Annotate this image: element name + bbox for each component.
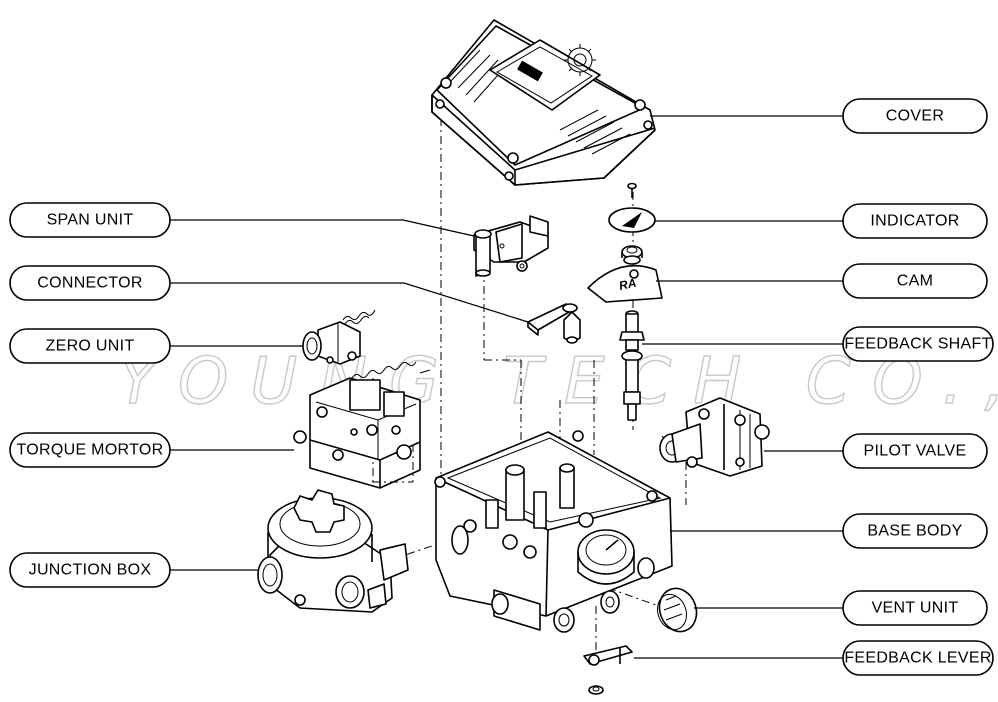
zero-unit-part	[302, 309, 376, 365]
indicator-nut-part	[621, 245, 643, 265]
callout-base-body: BASE BODY	[670, 513, 988, 549]
label-feedback-lever: FEEDBACK LEVER	[844, 650, 991, 667]
feedback-lever-part	[583, 645, 633, 695]
span-unit-part	[473, 215, 549, 277]
label-cam: CAM	[897, 273, 933, 290]
callout-zero-unit: ZERO UNIT	[9, 328, 303, 364]
label-torque-mortor: TORQUE MORTOR	[16, 442, 163, 459]
label-cover: COVER	[886, 108, 944, 125]
callout-torque-mortor: TORQUE MORTOR	[9, 432, 294, 468]
label-indicator: INDICATOR	[870, 213, 959, 230]
label-feedback-shaft: FEEDBACK SHAFT	[844, 336, 991, 353]
feedback-shaft-part	[619, 310, 645, 421]
callout-cover: COVER	[650, 98, 988, 134]
label-zero-unit: ZERO UNIT	[46, 338, 135, 355]
callout-feedback-shaft: FEEDBACK SHAFT	[642, 326, 994, 362]
label-vent-unit: VENT UNIT	[872, 600, 959, 617]
label-connector: CONNECTOR	[37, 275, 143, 292]
callout-vent-unit: VENT UNIT	[694, 590, 988, 626]
label-base-body: BASE BODY	[867, 523, 962, 540]
base-body-part	[434, 430, 673, 633]
callout-connector: CONNECTOR	[9, 265, 529, 323]
connector-part	[527, 303, 581, 344]
pilot-valve-part	[659, 397, 770, 477]
label-span-unit: SPAN UNIT	[47, 212, 134, 229]
cam-marking: RA	[618, 276, 638, 293]
cover-part	[431, 19, 656, 186]
callout-cam: CAM	[656, 263, 988, 299]
indicator-part	[608, 182, 656, 233]
callout-span-unit: SPAN UNIT	[9, 202, 475, 238]
vent-unit-part	[656, 587, 698, 633]
callout-junction-box: JUNCTION BOX	[9, 552, 258, 588]
torque-motor-part	[293, 361, 431, 489]
label-junction-box: JUNCTION BOX	[29, 562, 152, 579]
junction-box-part	[257, 489, 409, 613]
callout-indicator: INDICATOR	[655, 203, 988, 239]
cam-part: RA	[587, 264, 663, 303]
label-pilot-valve: PILOT VALVE	[864, 443, 967, 460]
callout-feedback-lever: FEEDBACK LEVER	[634, 640, 994, 676]
callout-pilot-valve: PILOT VALVE	[764, 433, 988, 469]
